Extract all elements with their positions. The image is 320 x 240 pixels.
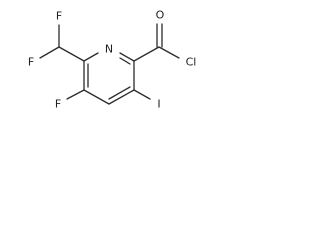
bond-lines	[39, 23, 180, 105]
bond-n1-c2	[119, 52, 135, 62]
bond-c6-n1	[83, 52, 99, 62]
bond-c6-chf2	[58, 46, 85, 62]
bond-c3-c4	[108, 89, 135, 105]
molecule-structure-diagram: F F N O Cl F I	[28, 9, 197, 111]
bond-chf2-f-left	[39, 46, 60, 59]
atom-fluorine-top: F	[56, 10, 62, 23]
atom-fluorine-left: F	[28, 56, 34, 69]
bond-c3-c4-double	[108, 86, 131, 100]
bond-c2-carbonyl	[133, 46, 160, 62]
atom-iodine: I	[157, 98, 160, 111]
bond-c4-c5	[83, 89, 110, 105]
bond-n1-c2-double	[119, 57, 131, 65]
atom-fluorine-ring: F	[55, 98, 61, 111]
atom-labels: F F N O Cl F I	[28, 9, 197, 111]
bond-c5-f	[66, 89, 85, 100]
bond-carbonyl-cl	[158, 46, 180, 59]
atom-nitrogen: N	[105, 43, 113, 56]
atom-chlorine: Cl	[186, 56, 197, 69]
atom-oxygen: O	[156, 9, 165, 22]
bond-c3-i	[133, 89, 151, 100]
